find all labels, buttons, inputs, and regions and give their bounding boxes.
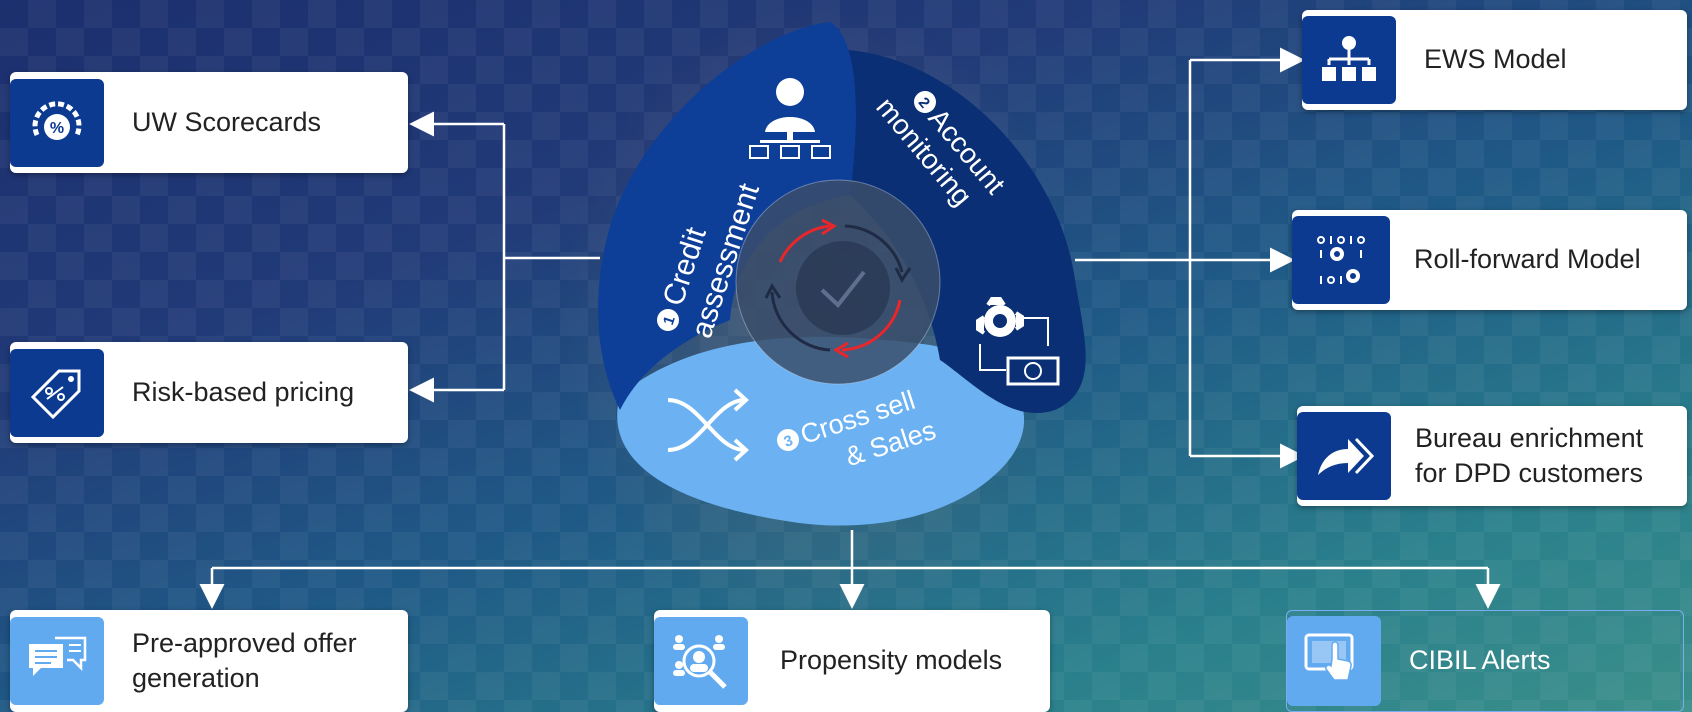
bureau-enrichment-label: Bureau enrichment for DPD customers: [1415, 421, 1643, 491]
stage3-segment: [617, 336, 1025, 526]
bureau-enrichment-line1: Bureau enrichment: [1415, 422, 1644, 453]
gear-money-icon: [976, 297, 1060, 386]
stage2-segment: [848, 50, 1086, 414]
svg-text:%: %: [50, 120, 64, 137]
ews-model-label: EWS Model: [1424, 44, 1567, 75]
preapproved-offer-card[interactable]: Pre-approved offer generation: [10, 610, 408, 712]
price-tag-icon: [10, 348, 104, 437]
checkmark-circle-icon: [796, 241, 890, 335]
forward-arrow-icon: [1297, 412, 1391, 500]
shuffle-icon: [667, 388, 749, 462]
propensity-models-card[interactable]: Propensity models: [654, 610, 1050, 712]
propensity-models-label: Propensity models: [780, 645, 1003, 676]
roll-forward-label: Roll-forward Model: [1414, 244, 1641, 275]
uw-scorecards-card[interactable]: % UW Scorecards: [10, 72, 408, 173]
preapproved-offer-line2: generation: [132, 663, 260, 693]
risk-pricing-label: Risk-based pricing: [132, 376, 355, 407]
cibil-alerts-card[interactable]: CIBIL Alerts: [1286, 610, 1684, 712]
checkmark-icon: [820, 270, 866, 308]
uw-scorecards-label: UW Scorecards: [132, 106, 322, 137]
ews-model-card[interactable]: EWS Model: [1302, 10, 1687, 110]
cibil-alerts-label: CIBIL Alerts: [1409, 645, 1551, 676]
org-chart-icon: [1302, 16, 1396, 104]
roll-forward-card[interactable]: Roll-forward Model: [1292, 210, 1687, 310]
preapproved-offer-label: Pre-approved offer generation: [132, 626, 357, 696]
risk-pricing-card[interactable]: Risk-based pricing: [10, 342, 408, 443]
preapproved-offer-line1: Pre-approved offer: [132, 627, 357, 658]
refresh-arrows-icon: [764, 218, 912, 359]
binary-gears-icon: [1292, 216, 1390, 304]
chat-bubbles-icon: [10, 617, 104, 705]
percent-gauge-icon: %: [10, 78, 104, 167]
bureau-enrichment-line2: for DPD customers: [1415, 458, 1644, 488]
people-search-icon: [654, 617, 748, 705]
touch-screen-icon: [1287, 616, 1381, 706]
bureau-enrichment-card[interactable]: Bureau enrichment for DPD customers: [1297, 406, 1687, 506]
person-org-icon: [749, 78, 831, 159]
